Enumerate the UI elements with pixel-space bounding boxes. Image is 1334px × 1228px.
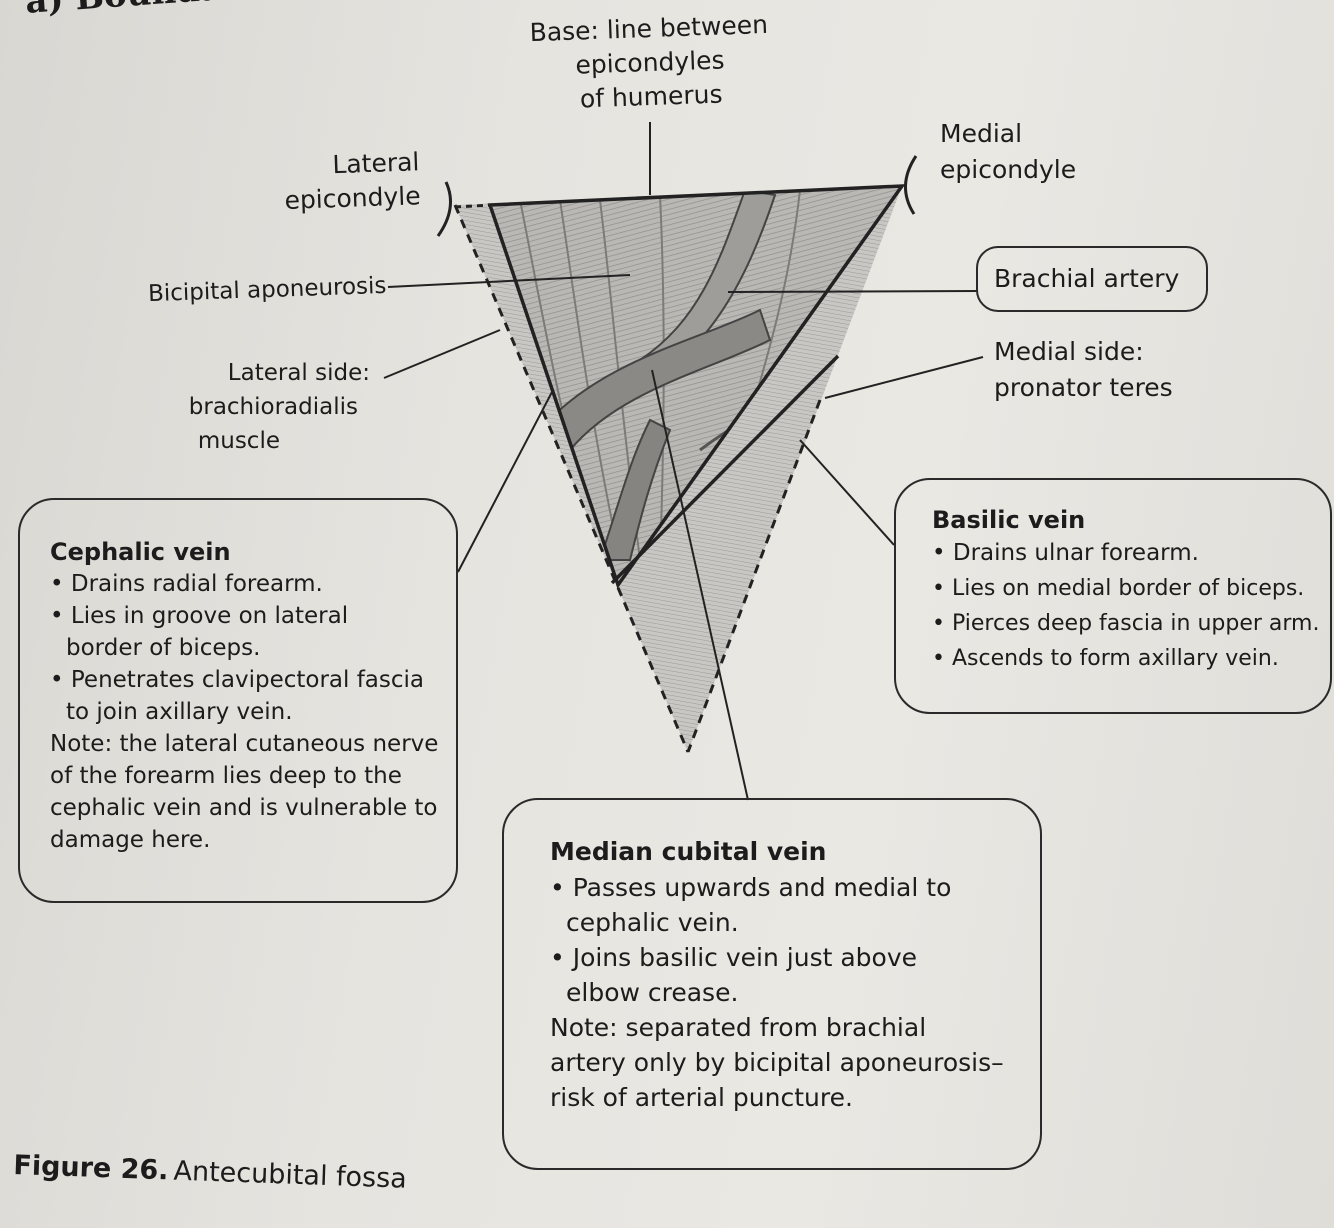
cephalic-vein-box: Cephalic vein • Drains radial forearm. •… xyxy=(18,498,458,903)
cephalic-vein-shape xyxy=(598,418,672,561)
medial-epicondyle-label: Medial epicondyle xyxy=(940,119,1077,184)
base-label: Base: line between epicondyles of humeru… xyxy=(529,9,769,114)
median-note-1: Note: separated from brachial xyxy=(550,1013,927,1042)
median-note-2: artery only by bicipital aponeurosis– xyxy=(550,1048,1004,1077)
brachial-artery-leader xyxy=(727,290,979,293)
median-cubital-vein-box: Median cubital vein • Passes upwards and… xyxy=(502,798,1042,1170)
median-note-3: risk of arterial puncture. xyxy=(550,1083,853,1112)
basilic-line-1: • Drains ulnar forearm. xyxy=(932,540,1199,566)
medial-side-leader xyxy=(824,356,984,399)
cephalic-line-3: border of biceps. xyxy=(66,635,261,661)
median-cubital-leader xyxy=(651,369,749,801)
basilic-leader xyxy=(799,439,895,546)
brachial-artery-label: Brachial artery xyxy=(994,264,1180,293)
medial-side-label: Medial side: pronator teres xyxy=(994,337,1173,402)
lateral-epicondyle-label: Lateral epicondyle xyxy=(284,147,422,215)
cephalic-leader xyxy=(457,391,553,573)
cephalic-line-2: • Lies in groove on lateral xyxy=(50,603,349,629)
cephalic-line-1: • Drains radial forearm. xyxy=(50,571,323,597)
median-line-1: • Passes upwards and medial to xyxy=(550,873,952,902)
lateral-side-leader xyxy=(383,329,501,379)
cephalic-line-5: to join axillary vein. xyxy=(66,699,293,725)
figure-number: Figure 26. xyxy=(12,1150,170,1187)
cephalic-vein-title: Cephalic vein xyxy=(50,538,231,566)
pronator-teres-border xyxy=(610,354,840,585)
median-cubital-vein-title: Median cubital vein xyxy=(550,837,827,866)
brachial-artery-box: Brachial artery xyxy=(976,246,1208,312)
basilic-line-4: • Ascends to form axillary vein. xyxy=(932,646,1279,671)
basilic-vein-box: Basilic vein • Drains ulnar forearm. • L… xyxy=(894,478,1332,714)
median-line-4: elbow crease. xyxy=(566,978,739,1007)
fossa-triangle xyxy=(490,186,902,585)
basilic-vein-title: Basilic vein xyxy=(932,506,1086,534)
dashed-lateral-border xyxy=(453,204,690,753)
cephalic-line-4: • Penetrates clavipectoral fascia xyxy=(50,667,425,693)
bicipital-leader xyxy=(387,274,631,288)
cephalic-note-2: of the forearm lies deep to the xyxy=(50,763,402,789)
medial-epicondyle-bracket xyxy=(904,155,918,215)
cephalic-note-4: damage here. xyxy=(50,827,211,853)
lateral-epicondyle-bracket xyxy=(436,181,452,237)
cephalic-note-3: cephalic vein and is vulnerable to xyxy=(50,795,438,821)
median-line-3: • Joins basilic vein just above xyxy=(550,943,918,972)
lateral-side-label: Lateral side: brachioradialis muscle xyxy=(188,360,370,454)
median-line-2: cephalic vein. xyxy=(566,908,739,937)
basilic-line-2: • Lies on medial border of biceps. xyxy=(932,576,1305,601)
basilic-line-3: • Pierces deep fascia in upper arm. xyxy=(932,611,1320,636)
cephalic-note-1: Note: the lateral cutaneous nerve xyxy=(50,731,439,757)
